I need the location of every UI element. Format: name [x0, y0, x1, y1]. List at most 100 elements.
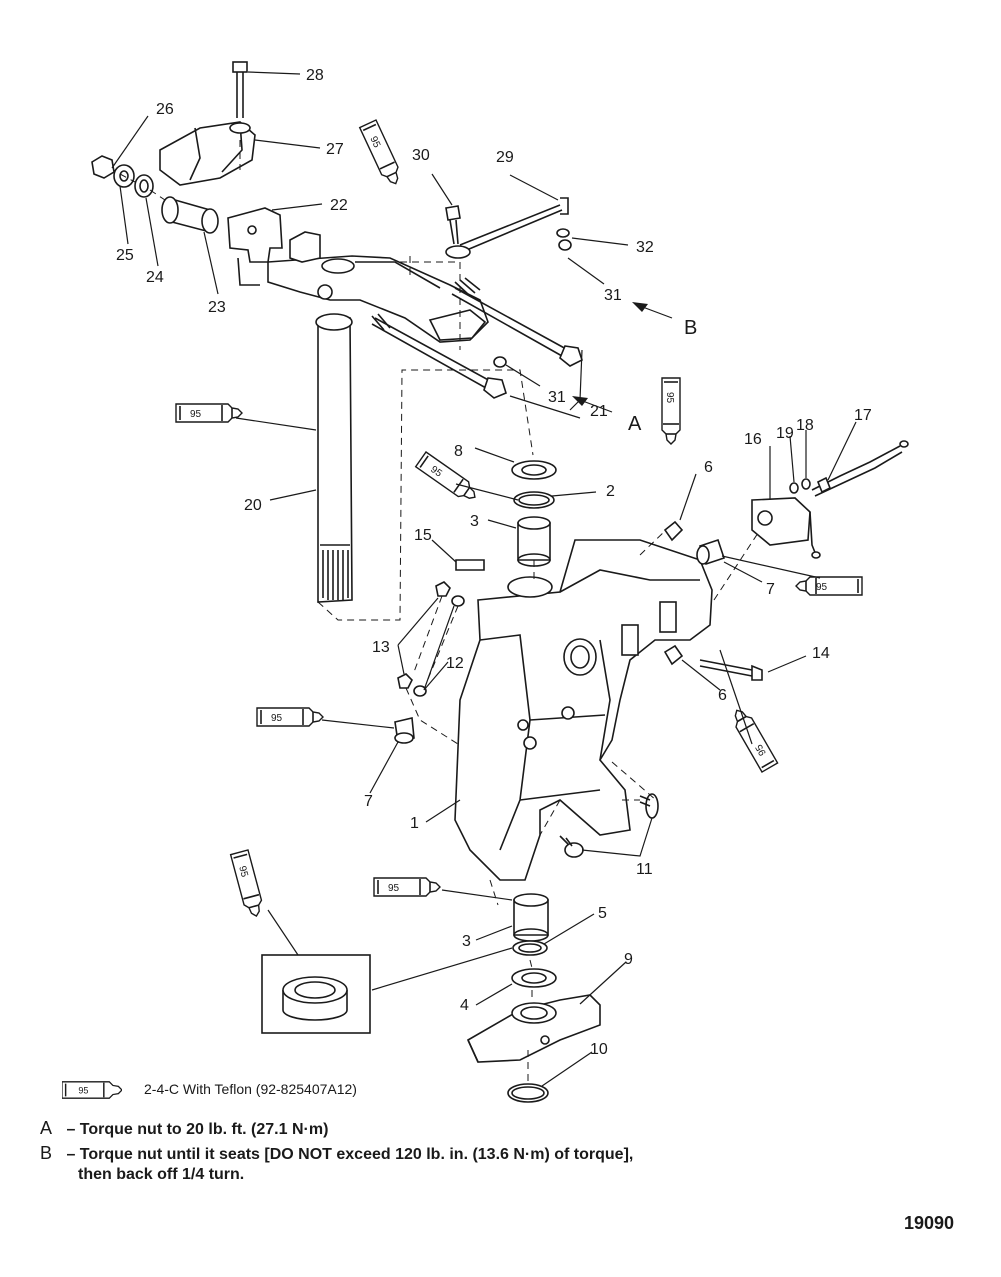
tube-label: 95 — [236, 865, 250, 879]
lubricant-tube-9: 95 — [229, 849, 266, 920]
callout-23: 23 — [208, 299, 226, 316]
callout-30: 30 — [412, 147, 430, 164]
callout-6-lower: 6 — [718, 687, 727, 704]
callout-13: 13 — [372, 639, 390, 656]
callout-5: 5 — [598, 905, 607, 922]
callout-6-upper: 6 — [704, 459, 713, 476]
bolt-30-part — [445, 205, 461, 245]
callout-labels: 1 2 3 3 4 5 6 6 7 7 8 9 10 11 12 13 14 1… — [116, 67, 872, 1058]
note-b: B – Torque nut until it seats [DO NOT ex… — [40, 1143, 633, 1164]
note-a-text: – Torque nut to 20 lb. ft. (27.1 N·m) — [66, 1121, 329, 1138]
lubricant-legend-text: 2-4-C With Teflon (92-825407A12) — [144, 1081, 357, 1097]
screw-14-part — [699, 659, 763, 681]
nut-26-part — [91, 155, 115, 179]
lubricant-tube-icon: 95 — [62, 1081, 122, 1099]
callout-2: 2 — [606, 483, 615, 500]
link-rod-part — [445, 197, 569, 259]
bushing-7-left-part — [394, 717, 415, 744]
legend-tube-label: 95 — [78, 1086, 88, 1096]
callout-1: 1 — [410, 815, 419, 832]
callout-14: 14 — [812, 645, 830, 662]
callout-20: 20 — [244, 497, 262, 514]
callout-15: 15 — [414, 527, 432, 544]
callout-28: 28 — [306, 67, 324, 84]
plate-22-part — [227, 207, 283, 286]
screw-17-part — [816, 476, 832, 494]
callout-7-right: 7 — [766, 581, 775, 598]
note-b-letter: B — [40, 1143, 53, 1163]
bushing-7-right-part — [696, 538, 726, 566]
callout-4: 4 — [460, 997, 469, 1014]
figure-id: 19090 — [904, 1213, 955, 1233]
callout-a: A — [628, 413, 642, 435]
trim-sender-16-part — [751, 440, 909, 559]
washer-8-part — [511, 460, 557, 480]
callout-3-lower: 3 — [462, 933, 471, 950]
clamp-27-part — [159, 121, 256, 186]
fitting-6-lower-part — [663, 644, 684, 666]
steering-yoke-9-part — [466, 994, 601, 1063]
leader-lines — [111, 71, 857, 1087]
callout-8: 8 — [454, 443, 463, 460]
arrow-b — [632, 302, 673, 319]
callout-17: 17 — [854, 407, 872, 424]
lubricant-tube-4: 95 — [414, 451, 481, 506]
lubricant-tube-8: 95 — [373, 877, 441, 897]
screw-11-upper-part — [639, 793, 659, 819]
tube-label: 95 — [367, 135, 382, 150]
lubricant-tube-1: 95 — [358, 119, 405, 189]
callout-16: 16 — [744, 431, 762, 448]
tube-label: 95 — [664, 392, 675, 404]
tie-rod-upper — [451, 277, 583, 367]
tie-rod-lower — [371, 313, 507, 399]
note-b-continuation: then back off 1/4 turn. — [78, 1166, 245, 1183]
callout-9: 9 — [624, 951, 633, 968]
lubricant-tube-6: 95 — [256, 707, 324, 727]
nut-32-part — [556, 228, 572, 251]
swivel-bracket-part — [454, 539, 713, 881]
callout-31-upper: 31 — [604, 287, 622, 304]
lubricant-tube-5: 95 — [795, 576, 863, 596]
ring-10-part — [507, 1083, 549, 1103]
callout-7-left: 7 — [364, 793, 373, 810]
callout-24: 24 — [146, 269, 164, 286]
lubricant-tube-2: 95 — [661, 377, 681, 445]
callout-10: 10 — [590, 1041, 608, 1058]
callout-27: 27 — [326, 141, 344, 158]
bushing-3-upper-part — [517, 516, 551, 567]
nut-31-part — [493, 356, 507, 368]
callout-b: B — [684, 317, 697, 339]
tube-label: 95 — [816, 582, 828, 593]
callout-22: 22 — [330, 197, 348, 214]
bushing-3-lower-part — [513, 893, 549, 942]
callout-29: 29 — [496, 149, 514, 166]
arrow-a — [572, 396, 613, 413]
callout-3-upper: 3 — [470, 513, 479, 530]
steering-tube-part — [315, 313, 353, 603]
tube-label: 95 — [754, 742, 769, 758]
callout-21: 21 — [590, 403, 608, 420]
washer-24-part — [134, 174, 154, 198]
note-a: A – Torque nut to 20 lb. ft. (27.1 N·m) — [40, 1118, 328, 1139]
nut-12-part — [413, 595, 465, 697]
callout-25: 25 — [116, 247, 134, 264]
assembly-guides — [119, 140, 761, 1082]
ring-2-part — [513, 491, 555, 509]
callout-26: 26 — [156, 101, 174, 118]
bushing-23-part — [161, 196, 219, 234]
nut-13-part — [397, 581, 451, 689]
seal-detail-inset — [261, 954, 371, 1034]
note-b-text: – Torque nut until it seats [DO NOT exce… — [66, 1146, 634, 1163]
screw-11-lower-part — [559, 835, 584, 858]
callout-19: 19 — [776, 425, 794, 442]
washer-4-part — [511, 968, 557, 988]
callout-31-lower: 31 — [548, 389, 566, 406]
tube-label: 95 — [190, 409, 202, 420]
note-a-letter: A — [40, 1118, 53, 1138]
key-15-part — [455, 559, 485, 571]
fitting-6-upper-part — [663, 520, 684, 542]
lubricant-tube-3: 95 — [175, 403, 243, 423]
ring-5-part — [512, 940, 548, 956]
washer-18-19-part — [789, 478, 811, 494]
